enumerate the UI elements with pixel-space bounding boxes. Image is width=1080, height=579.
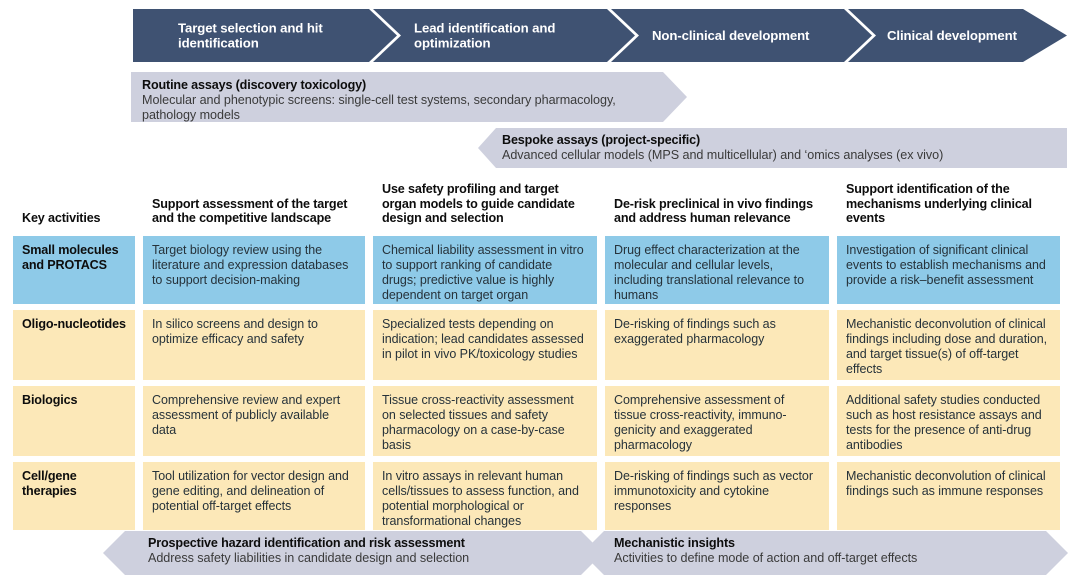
cell-text: Comprehensive review and expert assessme… <box>152 392 341 438</box>
cell-text: Mechanistic deconvolution of clinical fi… <box>846 468 1046 498</box>
row-label-cell: Biologics <box>13 385 135 456</box>
cell-text: Target biology review using the literatu… <box>152 242 349 288</box>
prospective-hazard-title: Prospective hazard identification and ri… <box>148 536 465 550</box>
phase-label-target-selection: Target selection and hit identification <box>178 19 323 51</box>
cell-text: Additional safety studies conducted such… <box>846 392 1042 453</box>
header-cell-key-activities: Key activities <box>13 182 135 230</box>
cell-text: Tool utilization for vector design and g… <box>152 468 349 514</box>
row-cell: Investigation of significant clinical ev… <box>837 235 1060 304</box>
row-cell: De-risking of findings such as vector im… <box>605 461 829 530</box>
bespoke-assays-subtitle: Advanced cellular models (MPS and multic… <box>502 148 944 162</box>
row-cell: Target biology review using the literatu… <box>143 235 365 304</box>
cell-text: Tissue cross-reactivity assessment on se… <box>382 392 574 453</box>
header-cell-target-assessment: Support assessment of the target and the… <box>143 182 365 230</box>
cell-text: Investigation of significant clinical ev… <box>846 242 1046 288</box>
cell-text: In silico screens and design to optimize… <box>152 316 318 346</box>
row-cell: Additional safety studies conducted such… <box>837 385 1060 456</box>
cell-text: Comprehensive assessment of tissue cross… <box>614 392 787 453</box>
row-label: Oligo-nucleotides <box>22 316 126 331</box>
mechanistic-insights-title: Mechanistic insights <box>614 536 735 550</box>
row-cell: Tool utilization for vector design and g… <box>143 461 365 530</box>
table-row: Biologics Comprehensive review and exper… <box>13 385 1066 456</box>
bespoke-assays-title: Bespoke assays (project-specific) <box>502 133 701 147</box>
prospective-banner-shape <box>103 531 603 575</box>
header-label: Support assessment of the target and the… <box>152 196 348 226</box>
row-cell: In silico screens and design to optimize… <box>143 309 365 380</box>
prospective-hazard-subtitle: Address safety liabilities in candidate … <box>148 551 470 565</box>
row-cell: Drug effect characterization at the mole… <box>605 235 829 304</box>
mechanistic-insights-banner: Mechanistic insights Activities to defin… <box>582 531 1068 575</box>
row-label-cell: Cell/gene therapies <box>13 461 135 530</box>
row-label: Cell/gene therapies <box>22 468 77 498</box>
row-label: Biologics <box>22 392 78 407</box>
bespoke-banner-shape <box>478 128 1067 168</box>
row-cell: Chemical liability assessment in vitro t… <box>373 235 597 304</box>
routine-assays-subtitle: Molecular and phenotypic screens: single… <box>142 93 616 123</box>
routine-assays-title: Routine assays (discovery toxicology) <box>142 78 367 92</box>
phase-label-non-clinical: Non-clinical development <box>652 27 810 43</box>
row-label-cell: Small molecules and PROTACS <box>13 235 135 304</box>
header-label: Support identification of the mechanisms… <box>846 182 1032 226</box>
routine-banner-shape <box>131 72 687 122</box>
prospective-hazard-banner: Prospective hazard identification and ri… <box>103 531 603 575</box>
row-cell: Specialized tests depending on indicatio… <box>373 309 597 380</box>
header-cell-safety-profiling: Use safety profiling and target organ mo… <box>373 182 597 230</box>
row-cell: Tissue cross-reactivity assessment on se… <box>373 385 597 456</box>
row-cell: Comprehensive review and expert assessme… <box>143 385 365 456</box>
cell-text: In vitro assays in relevant human cells/… <box>382 468 579 529</box>
row-cell: Mechanistic deconvolution of clinical fi… <box>837 309 1060 380</box>
table-header-row: Key activities Support assessment of the… <box>13 182 1066 230</box>
header-label: Key activities <box>22 211 101 226</box>
cell-text: De-risking of findings such as vector im… <box>614 468 813 514</box>
phase-arrow-shapes <box>133 9 1067 62</box>
cell-text: Chemical liability assessment in vitro t… <box>382 242 584 303</box>
key-activities-table: Key activities Support assessment of the… <box>13 182 1066 536</box>
header-cell-mechanisms: Support identification of the mechanisms… <box>837 182 1060 230</box>
cell-text: Drug effect characterization at the mole… <box>614 242 804 303</box>
cell-text: Specialized tests depending on indicatio… <box>382 316 584 362</box>
process-phase-band: Target selection and hit identification … <box>133 9 1067 62</box>
header-cell-de-risk-preclinical: De-risk preclinical in vivo findings and… <box>605 182 829 230</box>
table-row: Oligo-nucleotides In silico screens and … <box>13 309 1066 380</box>
header-label: De-risk preclinical in vivo findings and… <box>614 196 813 226</box>
header-label: Use safety profiling and target organ mo… <box>382 182 575 226</box>
mechanistic-insights-subtitle: Activities to define mode of action and … <box>614 551 918 565</box>
row-label: Small molecules and PROTACS <box>22 242 119 272</box>
cell-text: De-risking of findings such as exaggerat… <box>614 316 776 346</box>
row-cell: Comprehensive assessment of tissue cross… <box>605 385 829 456</box>
row-cell: De-risking of findings such as exaggerat… <box>605 309 829 380</box>
table-row: Cell/gene therapies Tool utilization for… <box>13 461 1066 530</box>
phase-label-lead-identification: Lead identification and optimization <box>414 19 556 51</box>
cell-text: Mechanistic deconvolution of clinical fi… <box>846 316 1048 377</box>
mechanistic-banner-shape <box>582 531 1068 575</box>
table-row: Small molecules and PROTACS Target biolo… <box>13 235 1066 304</box>
bespoke-assays-banner: Bespoke assays (project-specific) Advanc… <box>478 128 1067 168</box>
phase-label-clinical: Clinical development <box>887 27 1017 43</box>
row-label-cell: Oligo-nucleotides <box>13 309 135 380</box>
row-cell: In vitro assays in relevant human cells/… <box>373 461 597 530</box>
routine-assays-banner: Routine assays (discovery toxicology) Mo… <box>131 72 687 122</box>
row-cell: Mechanistic deconvolution of clinical fi… <box>837 461 1060 530</box>
